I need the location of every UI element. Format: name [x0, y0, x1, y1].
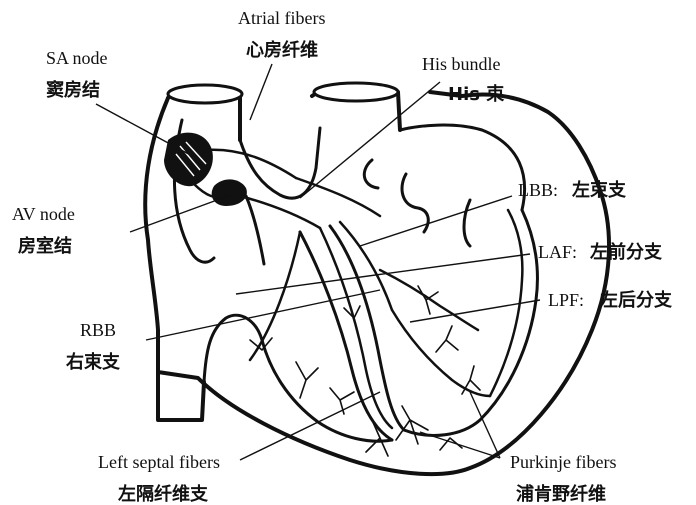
label-rbb-zh: 右束支 [66, 351, 121, 373]
label-av-node-en: AV node [12, 204, 75, 224]
label-his-zh: His 束 [448, 83, 505, 105]
label-sa-node-en: SA node [46, 48, 108, 68]
tricuspid-valve [246, 196, 264, 264]
label-lbb-zh: 左束支 [572, 179, 627, 201]
label-av-node-zh: 房室结 [18, 235, 72, 257]
pulmonary-vein-1 [364, 160, 378, 188]
interatrial-septum [240, 128, 320, 198]
label-lbb-en: LBB: [518, 180, 558, 200]
nodes [164, 133, 247, 206]
label-his-en: His bundle [422, 54, 501, 74]
leader-left-septal [240, 392, 380, 460]
label-purkinje-en: Purkinje fibers [510, 452, 616, 472]
label-atrial-en: Atrial fibers [238, 8, 325, 28]
sa-node-mass [164, 133, 213, 187]
left-anterior-fascicle [380, 270, 478, 330]
label-lpf-zh: 左后分支 [600, 289, 673, 311]
heart-illustration [145, 83, 609, 474]
label-lpf-en: LPF: [548, 290, 584, 310]
label-laf-en: LAF: [538, 242, 577, 262]
right-bundle-branch [320, 228, 392, 428]
label-rbb-en: RBB [80, 320, 116, 340]
left-atrium-wall [400, 125, 525, 210]
label-sa-node-zh: 窦房结 [46, 79, 100, 101]
label-atrial-zh: 心房纤维 [246, 39, 318, 61]
vena-cava-opening [168, 85, 242, 103]
label-left-septal-zh: 左隔纤维支 [118, 483, 209, 505]
leader-lines [96, 64, 540, 460]
leader-lbb [360, 196, 512, 246]
left-posterior-fascicle [392, 310, 490, 396]
leader-purkinje-2 [420, 432, 500, 458]
label-left-septal-en: Left septal fibers [98, 452, 220, 472]
leader-rbb [146, 290, 380, 340]
pulmonary-vein-2 [402, 174, 428, 232]
papillary-muscle [464, 200, 470, 246]
right-ventricle-wall [204, 315, 392, 441]
rbb-to-rv-wall [250, 232, 300, 360]
leader-atrial [250, 64, 272, 120]
aorta-opening [314, 83, 398, 101]
label-laf-zh: 左前分支 [590, 241, 663, 263]
lv-wall-fiber [490, 210, 522, 396]
label-purkinje-zh: 浦肯野纤维 [516, 483, 606, 505]
av-node-mass [212, 179, 247, 206]
